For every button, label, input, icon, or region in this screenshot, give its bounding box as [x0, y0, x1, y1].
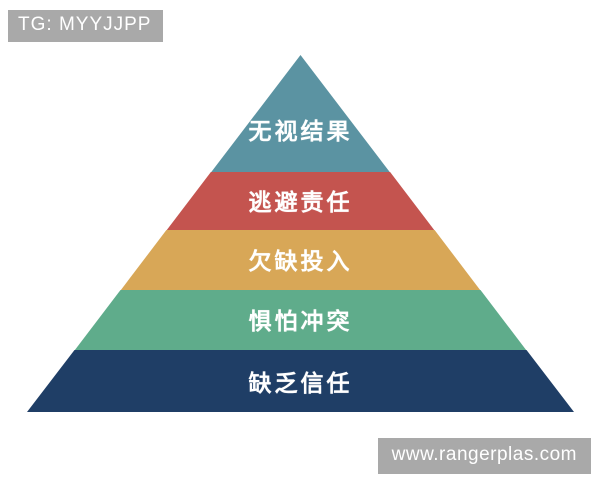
- pyramid-layer-2: [166, 172, 435, 231]
- five-dysfunctions-pyramid: 无视结果 逃避责任 欠缺投入 惧怕冲突 缺乏信任: [27, 55, 574, 412]
- watermark-top-left: TG: MYYJJPP: [8, 10, 164, 42]
- pyramid-layer-label: 惧怕冲突: [248, 308, 353, 334]
- pyramid-layer-label: 无视结果: [248, 118, 353, 144]
- pyramid-layer-5: [27, 350, 574, 412]
- pyramid-layer-3: [120, 230, 481, 291]
- pyramid-layer-label: 逃避责任: [248, 189, 353, 215]
- pyramid-layer-label: 缺乏信任: [248, 370, 353, 396]
- watermark-bottom-right: www.rangerplas.com: [377, 438, 591, 474]
- pyramid-layer-4: [74, 290, 527, 351]
- pyramid-layer-label: 欠缺投入: [248, 248, 353, 274]
